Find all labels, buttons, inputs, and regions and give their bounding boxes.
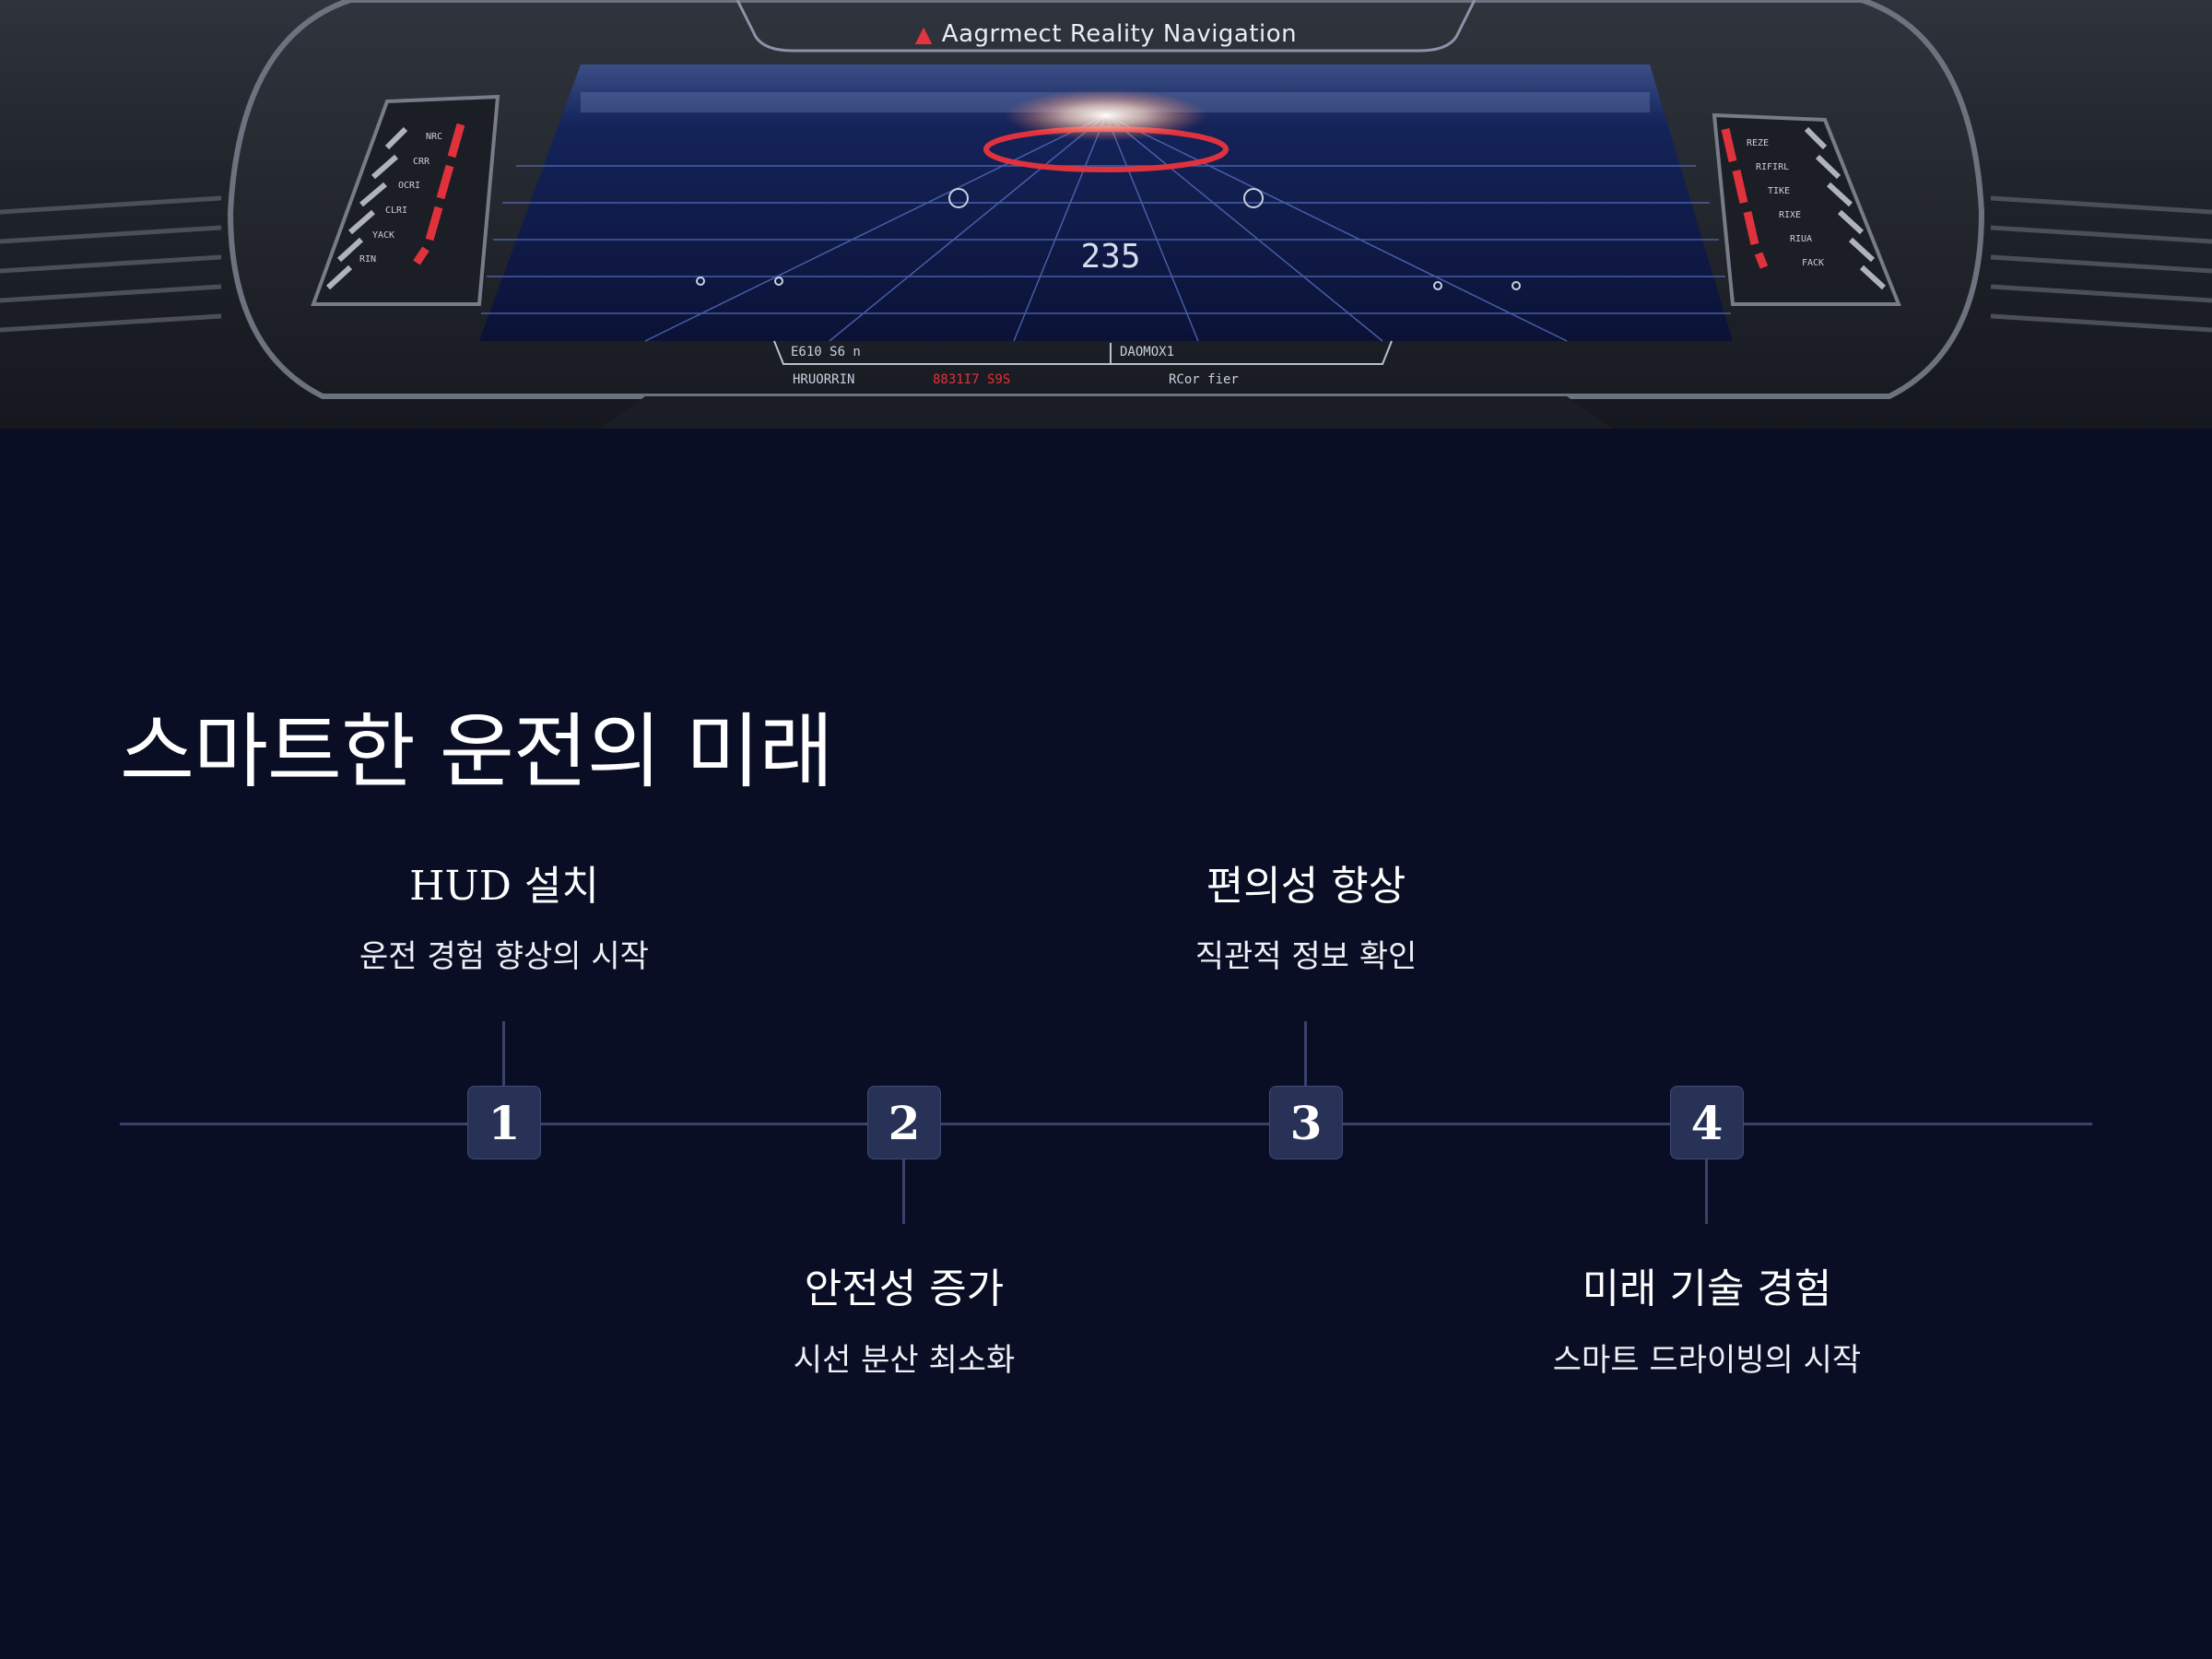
hud-status-mid-bottom: RCor fier bbox=[1169, 372, 1239, 387]
step-marker-4: 4 bbox=[1670, 1086, 1744, 1159]
timeline-connector bbox=[1304, 1021, 1307, 1086]
timeline-connector bbox=[1705, 1159, 1708, 1224]
right-panel-label: RIUA bbox=[1790, 234, 1813, 244]
right-gauge-panel bbox=[1712, 112, 1901, 306]
step-marker-3: 3 bbox=[1269, 1086, 1343, 1159]
air-vent-left bbox=[0, 195, 222, 333]
dashboard-illustration bbox=[0, 0, 2212, 429]
timeline-connector bbox=[502, 1021, 505, 1086]
step-marker-2: 2 bbox=[867, 1086, 941, 1159]
hud-status-mid-top: DAOMOX1 bbox=[1120, 345, 1175, 359]
step-desc: 스마트 드라이빙의 시작 bbox=[1552, 1342, 1862, 1379]
hud-title-text: Aagrmect Reality Navigation bbox=[941, 20, 1298, 48]
hud-status-left-bottom: HRUORRIN bbox=[793, 372, 855, 387]
step-title: HUD 설치 bbox=[409, 863, 599, 910]
page-title: 스마트한 운전의 미래 bbox=[120, 704, 834, 799]
left-panel-label: YACK bbox=[372, 230, 395, 241]
warning-triangle-icon: ▲ bbox=[914, 21, 933, 47]
left-panel-label: NRC bbox=[426, 132, 443, 142]
hud-status-red: 8831I7 S9S bbox=[933, 372, 1011, 387]
timeline-connector bbox=[902, 1159, 905, 1224]
right-panel-label: FACK bbox=[1802, 258, 1825, 268]
left-panel-label: RIN bbox=[359, 254, 377, 265]
hud-status-left-top: E610 S6 n bbox=[791, 345, 861, 359]
step-desc: 운전 경험 향상의 시작 bbox=[359, 938, 649, 975]
right-panel-label: RIFIRL bbox=[1756, 162, 1790, 172]
step-title: 안전성 증가 bbox=[804, 1265, 1005, 1312]
right-panel-label: RIXE bbox=[1779, 210, 1802, 220]
right-panel-label: TIKE bbox=[1768, 186, 1791, 196]
left-panel-label: CLRI bbox=[385, 206, 408, 216]
hud-title: ▲ Aagrmect Reality Navigation bbox=[0, 20, 2212, 48]
step-marker-1: 1 bbox=[467, 1086, 541, 1159]
right-panel-label: REZE bbox=[1747, 138, 1770, 148]
step-desc: 직관적 정보 확인 bbox=[1194, 938, 1418, 975]
air-vent-right bbox=[1990, 195, 2212, 333]
left-gauge-panel bbox=[311, 94, 500, 306]
step-desc: 시선 분산 최소화 bbox=[793, 1342, 1016, 1379]
left-panel-label: OCRI bbox=[398, 181, 421, 191]
hud-speed-readout: 235 bbox=[1080, 238, 1141, 276]
step-title: 미래 기술 경험 bbox=[1582, 1265, 1832, 1312]
step-title: 편의성 향상 bbox=[1206, 863, 1406, 910]
left-panel-label: CRR bbox=[413, 157, 430, 167]
hero-dashboard-image: ▲ Aagrmect Reality Navigation 235 E610 S6… bbox=[0, 0, 2212, 429]
timeline-line bbox=[120, 1123, 2092, 1125]
